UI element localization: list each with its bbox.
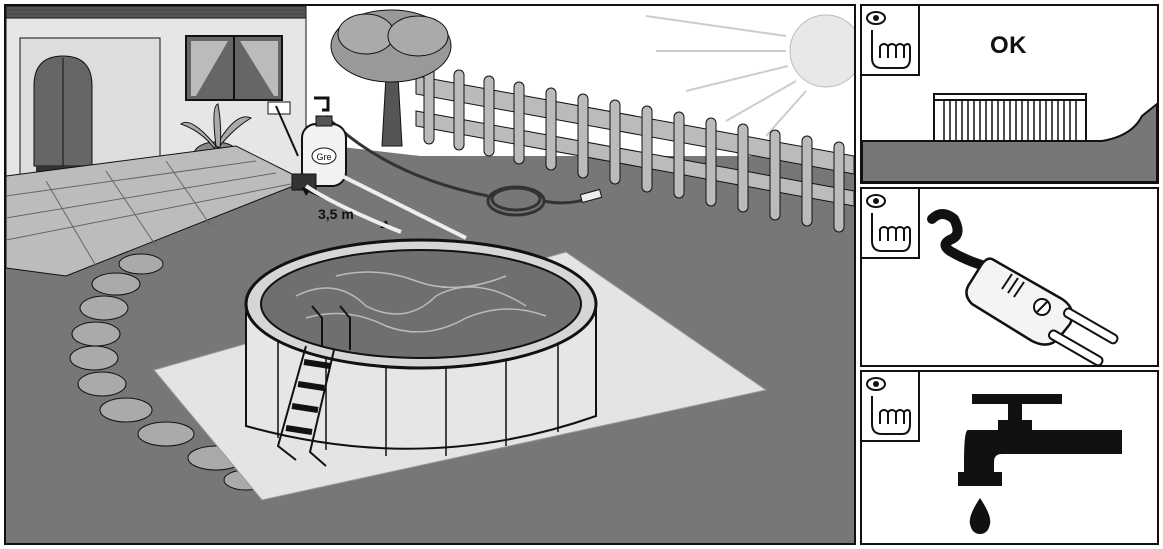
pump-brand-label: Gre bbox=[316, 152, 331, 162]
eye-hand-inspect-icon bbox=[862, 189, 920, 259]
level-ground-icon bbox=[862, 6, 1157, 182]
above-ground-pool bbox=[246, 240, 596, 456]
garden-illustration: Gre bbox=[6, 6, 854, 543]
check-water-supply-panel bbox=[860, 370, 1159, 545]
check-level-ground-panel: OK bbox=[860, 4, 1159, 184]
pool-installation-scene: Gre bbox=[4, 4, 856, 545]
check-electric-plug-panel bbox=[860, 187, 1159, 367]
pool-water bbox=[261, 250, 581, 358]
checklist-panel: OK bbox=[860, 4, 1159, 545]
house bbox=[6, 6, 306, 178]
distance-label: 3,5 m bbox=[318, 206, 354, 222]
eye-hand-inspect-icon bbox=[862, 372, 920, 442]
